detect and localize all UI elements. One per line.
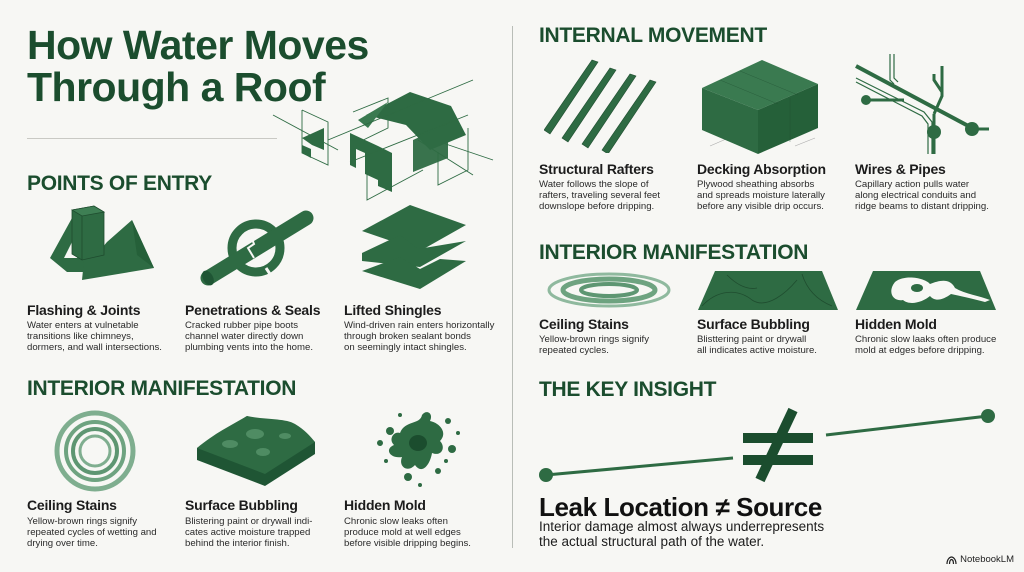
interior-right-item-title: Ceiling Stains [539,316,629,332]
page-title: How Water Moves Through a Roof [27,24,369,108]
entry-item-description: Cracked rubber pipe boots channel water … [185,320,313,353]
brand-name: NotebookLM [960,554,1014,565]
mold-panel-icon [855,270,997,312]
stacked-shingles-icon [360,203,470,293]
key-insight-description: Interior damage almost always underrepre… [539,519,825,549]
interior-right-item-description: Blisttering paint or drywall all indicat… [697,334,817,356]
section-heading-key-insight: THE KEY INSIGHT [539,378,717,401]
brand-badge: NotebookLM [946,554,1014,565]
entry-item-title: Flashing & Joints [27,302,141,318]
flat-rings-icon [546,272,672,308]
interior-item-title: Hidden Mold [344,497,426,513]
title-divider [27,138,277,139]
column-divider [512,26,513,548]
chimney-flashing-icon [42,200,157,285]
interior-right-item-title: Surface Bubbling [697,316,810,332]
interior-right-item-title: Hidden Mold [855,316,937,332]
section-heading-internal-movement: INTERNAL MOVEMENT [539,24,767,47]
page-title-line1: How Water Moves [27,22,369,68]
plywood-block-icon [700,58,820,158]
bubbling-panel-icon [697,270,839,312]
section-heading-interior-manifestation: INTERIOR MANIFESTATION [27,377,297,400]
not-equal-diagram [538,405,998,485]
wires-pipes-icon [854,54,989,154]
interior-item-description: Chronic slow leaks often produce mold at… [344,516,471,549]
interior-item-title: Surface Bubbling [185,497,298,513]
movement-item-description: Capillary action pulls water along elect… [855,179,989,212]
movement-item-title: Wires & Pipes [855,161,946,177]
interior-item-title: Ceiling Stains [27,497,117,513]
key-insight-headline: Leak Location ≠ Source [539,492,822,522]
interior-item-description: Yellow-brown rings signify repeated cycl… [27,516,157,549]
notebooklm-logo-icon [946,556,957,564]
movement-item-description: Plywood sheathing absorbs and spreads mo… [697,179,825,212]
interior-right-item-description: Yellow-brown rings signify repeated cycl… [539,334,650,356]
exploded-house-icon [268,50,498,210]
section-heading-points-of-entry: POINTS OF ENTRY [27,172,212,195]
movement-item-title: Decking Absorption [697,161,826,177]
interior-right-item-description: Chronic slow laaks often produce mold at… [855,334,997,356]
cracked-pipe-boot-icon [198,208,318,288]
page-title-line2: Through a Roof [27,64,326,110]
rafters-icon [544,58,664,153]
entry-item-description: Water enters at vulnetable transitions l… [27,320,162,353]
movement-item-title: Structural Rafters [539,161,654,177]
mold-splatter-icon [360,405,470,495]
entry-item-title: Penetrations & Seals [185,302,321,318]
section-heading-interior-manifestation-right: INTERIOR MANIFESTATION [539,241,809,264]
interior-item-description: Blistering paint or drywall indi- cates … [185,516,313,549]
movement-item-description: Water follows the slope of rafters, trav… [539,179,661,212]
concentric-rings-icon [52,408,138,494]
bubbled-surface-icon [195,408,320,488]
entry-item-description: Wind-driven rain enters horizontally thr… [344,320,495,353]
entry-item-title: Lifted Shingles [344,302,442,318]
